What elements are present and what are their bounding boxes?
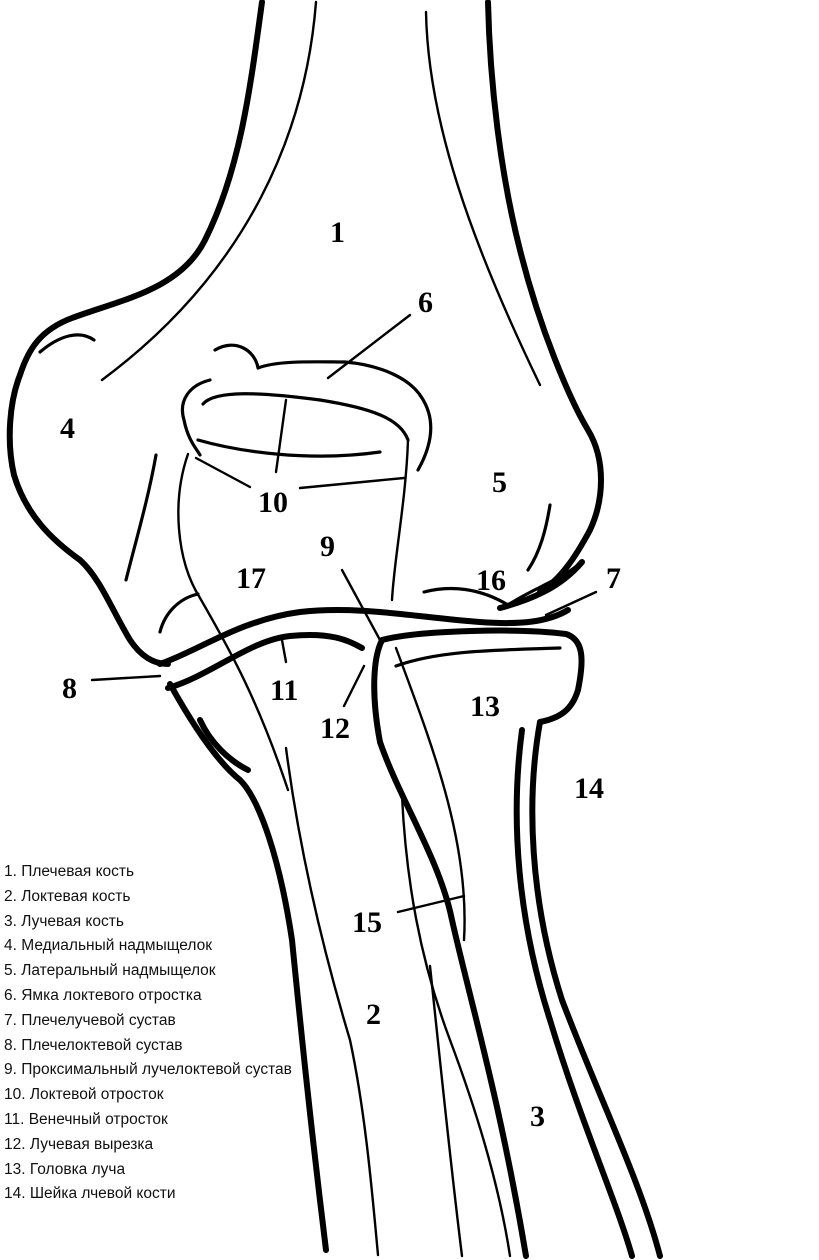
radius-shaft-right-inner	[513, 727, 635, 1259]
legend-item: 6. Ямка локтевого отростка	[4, 986, 202, 1004]
legend-item: 10. Локтевой отросток	[4, 1086, 164, 1104]
label-7: 7	[606, 562, 621, 595]
leader-6	[326, 313, 412, 380]
leader-9	[340, 568, 382, 642]
humerus-left-contour	[6, 0, 265, 667]
radius-shaft-left-contour	[377, 739, 529, 1259]
leader-12	[342, 664, 366, 708]
legend-item: 11. Венечный отросток	[4, 1110, 168, 1128]
legend-item: 8. Плечелоктевой сустав	[4, 1036, 183, 1054]
label-3: 3	[530, 1100, 545, 1133]
leader-10c	[298, 476, 406, 490]
humerus-inner-left-line	[100, 0, 318, 382]
capitulum-contour	[526, 503, 552, 572]
trochlea-notch-line	[165, 631, 365, 691]
radius-head-surface	[394, 646, 562, 668]
label-11: 11	[270, 674, 298, 707]
legend-list: 1. Плечевая кость 2. Локтевая кость 3. Л…	[4, 860, 304, 1207]
humerus-right-contour	[485, 0, 604, 595]
label-1: 1	[330, 216, 345, 249]
legend-item: 13. Головка луча	[4, 1160, 126, 1178]
ulna-radius-crossing	[428, 964, 464, 1258]
ulna-left-contour	[167, 681, 329, 1253]
label-13: 13	[470, 690, 500, 723]
legend-item: 4. Медиальный надмыщелок	[4, 937, 213, 955]
radius-interosseous-line	[400, 794, 512, 1258]
coronoid-tip	[158, 592, 200, 634]
radius-shaft-right-contour	[529, 719, 663, 1259]
label-2: 2	[366, 998, 381, 1031]
olecranon-right-edge	[390, 438, 410, 602]
label-14: 14	[574, 772, 604, 805]
legend-item: 5. Латеральный надмыщелок	[4, 962, 216, 980]
legend-item: 14. Шейка лчевой кости	[4, 1185, 176, 1203]
legend-item: 9. Проксимальный лучелоктевой сустав	[4, 1061, 292, 1079]
label-15: 15	[352, 906, 382, 939]
radius-shaft-left-inner	[394, 646, 466, 942]
label-17: 17	[236, 562, 266, 595]
label-10: 10	[258, 486, 288, 519]
leader-15	[396, 894, 466, 914]
radius-head-contour	[371, 627, 585, 745]
leader-8	[90, 674, 162, 682]
legend-item: 7. Плечелучевой сустав	[4, 1011, 176, 1029]
ulna-medial-line	[284, 746, 380, 1257]
legend-item: 2. Локтевая кость	[4, 887, 131, 905]
ulna-coronoid-line	[198, 596, 290, 792]
label-9: 9	[320, 530, 335, 563]
olecranon-lower-edge	[196, 438, 382, 458]
leader-10b	[274, 398, 288, 474]
label-8: 8	[62, 672, 77, 705]
leader-11	[280, 638, 288, 664]
label-5: 5	[492, 466, 507, 499]
legend-item: 3. Лучевая кость	[4, 912, 124, 930]
label-4: 4	[60, 412, 75, 445]
medial-epicondyle-contour	[38, 333, 96, 354]
olecranon-left-edge	[177, 452, 202, 600]
humerus-inner-right-line	[424, 10, 542, 387]
joint-line	[157, 606, 571, 667]
label-12: 12	[320, 712, 350, 745]
leader-10a	[194, 456, 252, 489]
leader-7	[544, 590, 598, 617]
ulna-left-inner	[197, 717, 251, 773]
legend-item: 1. Плечевая кость	[4, 863, 135, 880]
lateral-epicondyle-lower	[497, 559, 585, 611]
legend-item: 12. Лучевая вырезка	[4, 1135, 154, 1153]
epicondyle-left-inner	[124, 453, 158, 582]
olecranon-fossa-inner	[180, 378, 212, 457]
olecranon-top	[201, 392, 410, 442]
olecranon-fossa-outline	[213, 343, 433, 472]
label-16: 16	[476, 564, 506, 597]
label-6: 6	[418, 286, 433, 319]
